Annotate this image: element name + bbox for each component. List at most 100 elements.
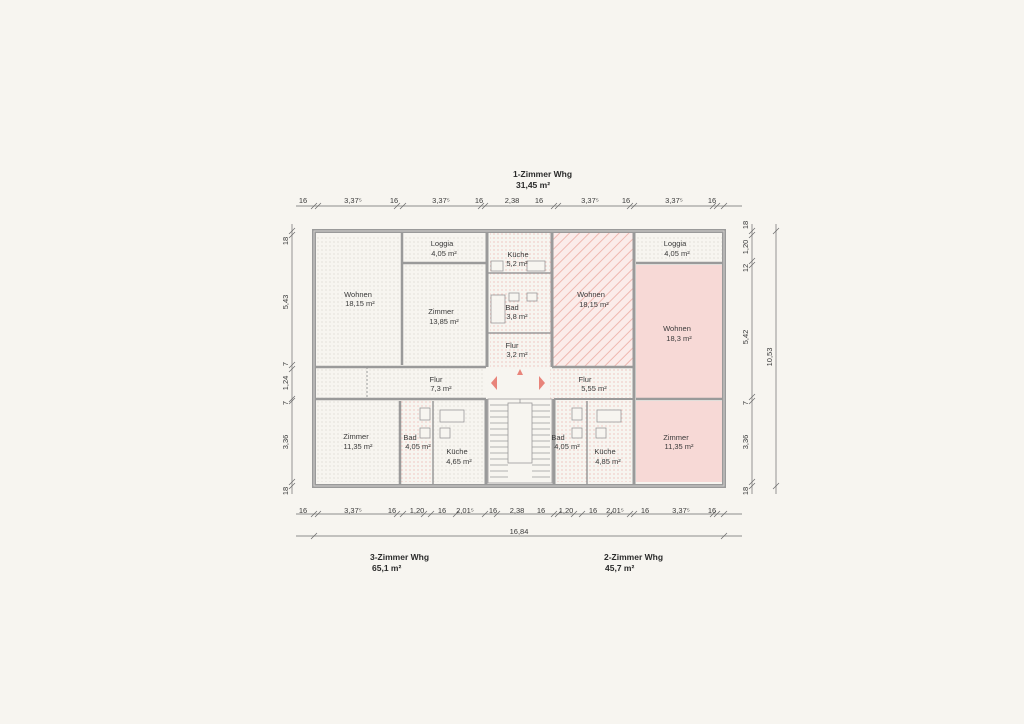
unit-area: 31,45 m²: [516, 180, 550, 190]
room-name: Küche: [594, 447, 615, 456]
dim-label: 16: [708, 196, 716, 205]
dim-label: 7: [741, 401, 750, 405]
room-area: 11,35 m²: [664, 442, 694, 451]
room-name: Bad: [403, 433, 416, 442]
dim-label: 3,36: [281, 435, 290, 450]
toilet-icon: [526, 292, 538, 302]
fill-zimmer-3zi-bottom: [317, 401, 399, 482]
fill-loggia-3zi: [405, 237, 484, 261]
dimension-tick: [288, 478, 296, 486]
dim-label: 5,42: [741, 330, 750, 345]
stove-icon: [439, 427, 451, 439]
unit-name: 3-Zimmer Whg: [370, 552, 429, 562]
dimension-tick: [393, 510, 401, 518]
dim-label: 1,20: [559, 506, 574, 515]
room-name: Küche: [507, 250, 528, 259]
dim-label: 12: [741, 264, 750, 272]
dimension-tick: [550, 202, 558, 210]
dim-label: 3,36: [741, 435, 750, 450]
dimension-tick: [626, 202, 634, 210]
dimension-top: 16 3,37⁵ 16 3,37⁵ 16 2,38 16 3,37⁵ 16 3,…: [299, 196, 716, 205]
room-name: Bad: [505, 303, 518, 312]
shower-icon: [571, 407, 583, 421]
dimension-lines: [288, 202, 780, 540]
dimension-tick: [481, 202, 489, 210]
dimension-tick: [606, 510, 614, 518]
dim-label: 16: [475, 196, 483, 205]
fill-flur-1zi: [490, 333, 550, 367]
dim-label: 7: [281, 362, 290, 366]
arrow-left-icon: [491, 376, 497, 390]
dim-label: 3,37⁵: [344, 506, 362, 515]
dimension-tick: [713, 202, 721, 210]
dim-label: 1,24: [281, 376, 290, 391]
room-area: 4,05 m²: [664, 249, 690, 258]
entrance-arrows: [491, 369, 545, 390]
dimension-tick: [772, 482, 780, 490]
room-area: 11,35 m²: [343, 442, 373, 451]
dimension-tick: [748, 257, 756, 265]
room-area: 4,65 m²: [446, 457, 472, 466]
dimension-tick: [748, 482, 756, 490]
room-name: Loggia: [664, 239, 687, 248]
room-name: Flur: [579, 375, 592, 384]
dimension-tick: [630, 510, 638, 518]
dimension-tick: [554, 202, 562, 210]
dim-label: 16: [641, 506, 649, 515]
dim-label: 3,37⁵: [672, 506, 690, 515]
room-area: 18,15 m²: [345, 299, 375, 308]
dim-label: 18: [281, 237, 290, 245]
dimension-tick: [720, 532, 728, 540]
dimension-tick: [399, 202, 407, 210]
room-area: 3,8 m²: [506, 312, 528, 321]
dim-label: 1,20: [410, 506, 425, 515]
dimension-tick: [288, 365, 296, 373]
fill-flur-2zi: [550, 369, 636, 399]
dim-total-width: 16,84: [510, 527, 529, 536]
room-area: 3,2 m²: [506, 350, 528, 359]
dimension-tick: [481, 510, 489, 518]
room-area: 7,3 m²: [430, 384, 452, 393]
room-area: 18,3 m²: [666, 334, 692, 343]
dim-label: 18: [281, 487, 290, 495]
dim-label: 18: [741, 221, 750, 229]
dimension-tick: [570, 510, 578, 518]
room-area: 4,05 m²: [431, 249, 457, 258]
dim-label: 16: [388, 506, 396, 515]
dimension-tick: [713, 510, 721, 518]
dim-label: 16: [537, 506, 545, 515]
toilet-icon: [419, 427, 431, 439]
sink-icon: [508, 292, 520, 302]
dim-label: 2,38: [505, 196, 520, 205]
room-name: Bad: [551, 433, 564, 442]
fixtures: [419, 260, 622, 439]
dimension-tick: [420, 510, 428, 518]
unit-label-2-zimmer: 2-Zimmer Whg 45,7 m²: [604, 552, 663, 573]
unit-label-1-zimmer: 1-Zimmer Whg 31,45 m²: [513, 169, 572, 190]
dimension-tick: [288, 397, 296, 405]
dim-label: 1,20: [741, 240, 750, 255]
dimension-tick: [554, 510, 562, 518]
fill-flur-3zi: [317, 369, 485, 399]
dimension-tick: [550, 510, 558, 518]
dim-label: 2,01⁵: [606, 506, 624, 515]
room-area: 18,15 m²: [579, 300, 609, 309]
dimension-tick: [709, 510, 717, 518]
dim-label: 5,43: [281, 295, 290, 310]
dimension-tick: [748, 478, 756, 486]
toilet-icon: [571, 427, 583, 439]
stove-icon: [490, 260, 504, 272]
dimension-tick: [288, 227, 296, 235]
dimension-tick: [314, 202, 322, 210]
unit-label-3-zimmer: 3-Zimmer Whg 65,1 m²: [370, 552, 429, 573]
room-area: 4,85 m²: [595, 457, 621, 466]
fill-wohnen-3zi: [317, 235, 401, 365]
dimension-tick: [748, 393, 756, 401]
dimension-tick: [578, 510, 586, 518]
dimension-tick: [630, 202, 638, 210]
walls: [312, 229, 726, 488]
unit-name: 1-Zimmer Whg: [513, 169, 572, 179]
room-name: Zimmer: [663, 433, 689, 442]
dimension-right: 18 1,20 12 5,42 7 3,36 18 10,53: [741, 221, 774, 495]
room-area: 5,2 m²: [506, 259, 528, 268]
